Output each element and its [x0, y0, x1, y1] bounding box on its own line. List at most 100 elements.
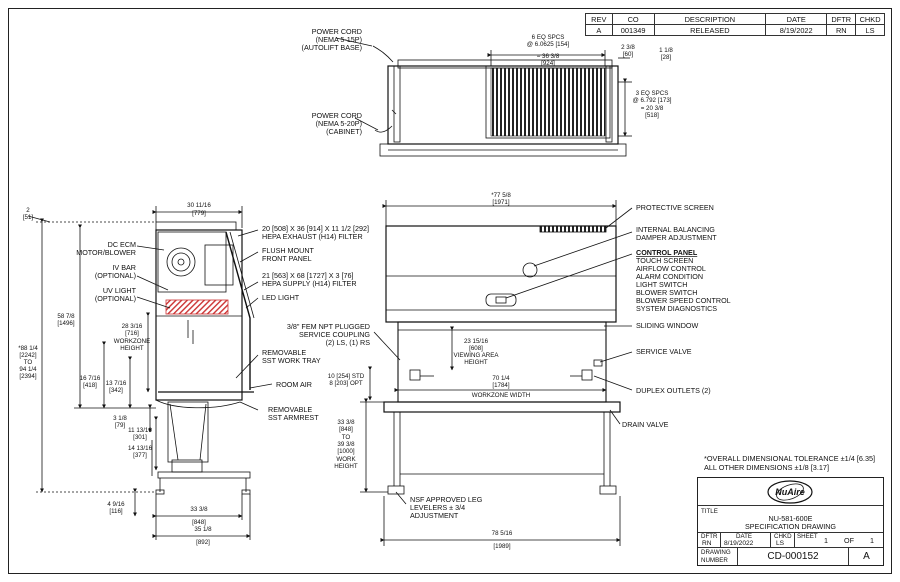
dim-workzone-height-3: WORKZONE: [114, 338, 150, 345]
cord-lower-line3: (CABINET): [326, 127, 362, 136]
revision-row: A 001349 RELEASED 8/19/2022 RN LS: [585, 24, 885, 36]
cord-upper-line1: POWER CORD: [312, 27, 362, 36]
dim-work-height-3: TO: [342, 434, 351, 441]
title-line-2: SPECIFICATION DRAWING: [744, 522, 837, 531]
coupling-line2: SERVICE COUPLING: [299, 330, 370, 339]
iv-bar-line2: (OPTIONAL): [95, 271, 136, 280]
control-panel-title: CONTROL PANEL: [636, 248, 698, 257]
dim-d5-1: 14 13/16: [128, 445, 153, 452]
led-light-label: LED LIGHT: [262, 293, 300, 302]
dim-offset-2: [60]: [623, 51, 634, 58]
nuaire-logo: NuAire: [767, 480, 813, 504]
dim-offset-1: 2 3/8: [621, 44, 635, 51]
room-air-label: ROOM AIR: [276, 380, 312, 389]
dim-viewing-2: [608]: [469, 345, 483, 352]
cord-upper-line3: (AUTOLIFT BASE): [302, 43, 362, 52]
dim-bottom-width-2: [1989]: [493, 543, 510, 550]
dim-workzone-width-2: [1784]: [492, 382, 509, 389]
dim-opening-1: 10 [254] STD: [328, 373, 365, 380]
armrest-line2: SST ARMREST: [268, 413, 319, 422]
iv-bar-line1: IV BAR: [112, 263, 136, 272]
dim-depth-1: 30 11/16: [187, 202, 211, 209]
dim-viewing-4: HEIGHT: [464, 359, 488, 366]
dim-work-height-5: [1000]: [337, 448, 354, 455]
of-label: OF: [844, 536, 854, 545]
dim-viewing-1: 23 15/16: [464, 338, 489, 345]
front-panel-line2: FRONT PANEL: [262, 254, 312, 263]
dftr-value: RN: [702, 540, 712, 547]
drawing-label-1: DRAWING: [701, 549, 731, 556]
logo-text: NuAire: [775, 487, 805, 497]
dim-edge-2: [28]: [661, 54, 672, 61]
dim-opening-2: 8 [203] OPT: [329, 380, 363, 387]
dim-height-2: [1496]: [57, 320, 74, 327]
date-value: 8/19/2022: [724, 540, 754, 547]
supply-filter-line2: HEPA SUPPLY (H14) FILTER: [262, 279, 357, 288]
dim-workzone-height-4: HEIGHT: [120, 345, 144, 352]
dim-v-spacing-2: @ 6.792 [173]: [633, 97, 672, 104]
front-view: [360, 200, 633, 546]
duplex-outlets-label: DUPLEX OUTLETS (2): [636, 386, 711, 395]
front-panel-line1: FLUSH MOUNT: [262, 246, 315, 255]
revision-header-row: REV CO DESCRIPTION DATE DFTR CHKD: [585, 13, 885, 25]
drawing-label-2: NUMBER: [701, 557, 728, 564]
dim-top-width-2: [1971]: [492, 199, 509, 206]
date-value: 8/19/2022: [764, 24, 828, 36]
co-value: 001349: [611, 24, 655, 36]
dim-v-spacing-1: 3 EQ SPCS: [636, 90, 669, 97]
dim-d1-1: 16 7/16: [80, 375, 101, 382]
logo-area: NuAire: [698, 478, 883, 506]
armrest-line1: REMOVABLE: [268, 405, 312, 414]
drawing-border: [8, 8, 892, 574]
dim-overall-height-4: 94 1/4: [19, 366, 37, 373]
cord-lower-line1: POWER CORD: [312, 111, 362, 120]
dim-bottom-width-1: 78 5/16: [492, 530, 513, 537]
dim-work-height-7: HEIGHT: [334, 463, 358, 470]
drawing-number: CD-000152: [767, 551, 819, 562]
side-view: [27, 206, 273, 540]
dim-d4-1: 11 13/16: [128, 427, 152, 434]
dim-top-offset-2: [51]: [23, 214, 34, 221]
dftr-value: RN: [826, 24, 857, 36]
chkd-value: LS: [855, 24, 885, 36]
dftr-label: DFTR: [701, 533, 718, 540]
dim-d5-2: [377]: [133, 452, 147, 459]
dim-depth-2: [779]: [192, 210, 206, 217]
divider-3: [794, 532, 795, 548]
sliding-window-label: SLIDING WINDOW: [636, 321, 699, 330]
levelers-line3: ADJUSTMENT: [410, 511, 459, 520]
of-value: 1: [870, 536, 874, 545]
dim-d3-2: [79]: [115, 422, 126, 429]
levelers-line1: NSF APPROVED LEG: [410, 495, 483, 504]
dim-d1-2: [418]: [83, 382, 97, 389]
dim-v-spacing-3: = 20 3/8: [641, 105, 664, 112]
dim-workzone-height-2: [716]: [125, 330, 139, 337]
control-panel-item-5: BLOWER SWITCH: [636, 288, 698, 297]
cord-lower-line2: (NEMA 5-20P): [316, 119, 362, 128]
divider-2: [770, 532, 771, 548]
coupling-line3: (2) LS, (1) RS: [326, 338, 371, 347]
supply-filter-line1: 21 [563] X 68 [1727] X 3 [76]: [262, 271, 354, 280]
control-panel-item-6: BLOWER SPEED CONTROL: [636, 296, 731, 305]
title-block: NuAire TITLE NU-581-600E SPECIFICATION D…: [697, 477, 884, 566]
dim-d3-1: 3 1/8: [113, 415, 127, 422]
control-panel-item-1: TOUCH SCREEN: [636, 256, 693, 265]
dim-workzone-width-1: 70 1/4: [492, 375, 510, 382]
dim-foot-1: 4 9/16: [107, 501, 125, 508]
top-view: [335, 37, 632, 157]
dim-v-spacing-4: [518]: [645, 112, 659, 119]
uv-light-line2: (OPTIONAL): [95, 294, 136, 303]
dim-overall-height-1: *88 1/4: [18, 345, 38, 352]
dim-base-depth-1: 33 3/8: [190, 506, 208, 513]
uv-light-line1: UV LIGHT: [103, 286, 137, 295]
dim-workzone-width-3: WORKZONE WIDTH: [472, 392, 530, 399]
dim-h-spacing-2: @ 6.0625 [154]: [527, 41, 570, 48]
levelers-line2: LEVELERS ± 3/4: [410, 503, 465, 512]
control-panel-item-4: LIGHT SWITCH: [636, 280, 687, 289]
info-row: [698, 532, 883, 548]
dim-h-spacing-4: [924]: [541, 60, 555, 67]
sheet-label: SHEET: [797, 533, 818, 540]
cord-upper-line2: (NEMA 5-15P): [316, 35, 362, 44]
dim-overall-depth-1: 35 1/8: [194, 526, 212, 533]
control-panel-item-7: SYSTEM DIAGNOSTICS: [636, 304, 717, 313]
